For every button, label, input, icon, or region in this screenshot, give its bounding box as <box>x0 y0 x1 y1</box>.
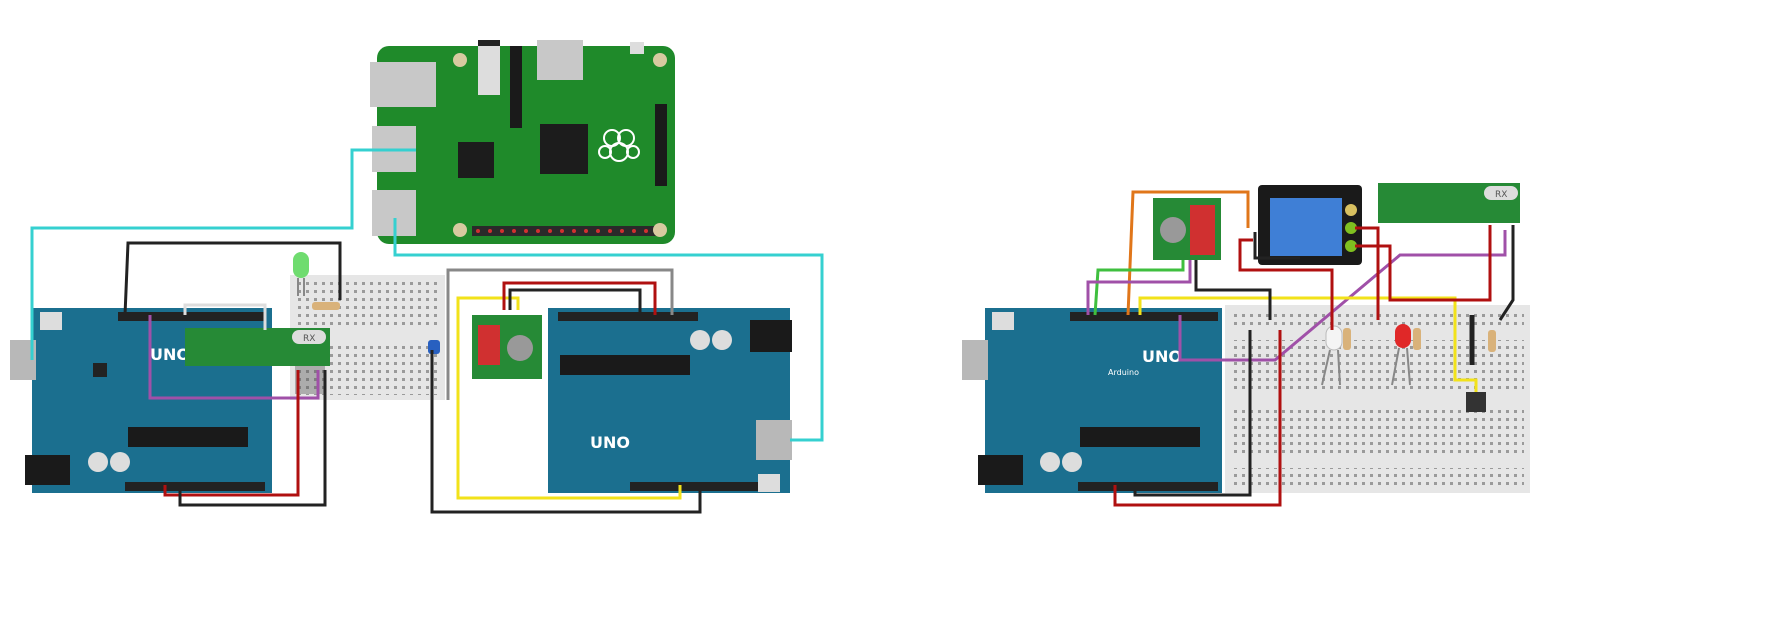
display-connector <box>655 104 667 186</box>
wires-right <box>1086 190 1515 507</box>
digital-header <box>630 482 780 491</box>
uno-label: UNO <box>150 345 190 364</box>
red-wire <box>1238 238 1334 330</box>
micro-usb-port <box>630 42 644 54</box>
yellow-wire <box>1138 296 1478 392</box>
power-header <box>125 482 265 491</box>
audio-jack <box>478 40 500 95</box>
purple-wire <box>1178 230 1507 362</box>
relay-module <box>1258 185 1362 265</box>
mount-hole <box>653 223 667 237</box>
arduino-label: Arduino <box>1108 368 1139 377</box>
black-wire <box>123 241 342 316</box>
rx-label: RX <box>1495 190 1507 200</box>
push-button <box>1466 392 1486 412</box>
digital-header <box>1070 312 1218 321</box>
wires-left <box>30 148 824 514</box>
rx-label: RX <box>303 334 315 344</box>
power-jack <box>25 455 70 485</box>
orange-wire <box>1126 190 1250 316</box>
atmega-chip <box>1080 427 1200 447</box>
black-wire <box>508 288 642 315</box>
resistor <box>1413 328 1421 350</box>
red-wire <box>1355 226 1380 320</box>
green-led <box>293 252 309 296</box>
camera-connector <box>510 46 522 128</box>
black-wire <box>1253 232 1300 260</box>
gpio-header <box>472 226 664 236</box>
rf-transmitter-module <box>472 315 542 379</box>
green-wire <box>1093 260 1185 316</box>
black-wire <box>1498 225 1515 321</box>
usb-cable-wire <box>393 218 824 442</box>
gray-wire <box>446 268 674 400</box>
mount-hole <box>653 53 667 67</box>
raspberry-logo <box>598 129 640 162</box>
mount-hole <box>453 223 467 237</box>
atmega-chip <box>560 355 690 375</box>
black-wire <box>1194 260 1272 320</box>
chip <box>458 142 494 178</box>
white-wire <box>183 303 267 330</box>
black-wire <box>430 350 702 514</box>
power-header <box>558 312 698 321</box>
black-wire <box>1133 330 1252 497</box>
uno-label: UNO <box>1142 347 1182 366</box>
red-wire <box>1355 225 1492 302</box>
rx-receiver-module: RX <box>185 328 330 394</box>
resistor <box>1343 328 1351 350</box>
reset-button <box>40 312 62 330</box>
atmega-chip <box>128 427 248 447</box>
red-led <box>1391 324 1411 386</box>
red-wire <box>1113 330 1282 507</box>
purple-wire <box>1086 260 1192 315</box>
hdmi-port <box>537 40 583 80</box>
mount-hole <box>453 53 467 67</box>
white-led <box>1321 325 1343 386</box>
power-jack <box>750 320 792 352</box>
arduino-uno-main: UNO Arduino <box>962 308 1222 493</box>
capacitor <box>428 340 440 354</box>
reset-button <box>992 312 1014 330</box>
black-wire <box>178 370 327 507</box>
usb-port <box>962 340 988 380</box>
purple-wire <box>148 315 320 400</box>
yellow-wire <box>456 296 682 500</box>
resistor <box>1488 330 1496 352</box>
reset-button <box>758 474 780 492</box>
uno-label: UNO <box>590 433 630 452</box>
red-wire <box>163 370 300 497</box>
breadboard-small <box>290 275 445 400</box>
power-jack <box>978 455 1023 485</box>
rx-receiver-module: RX <box>1378 183 1520 223</box>
power-header <box>1078 482 1218 491</box>
ethernet-port <box>370 62 436 107</box>
processor-chip <box>540 124 588 174</box>
red-wire <box>502 281 657 315</box>
resistor <box>312 302 340 310</box>
arduino-uno-right: UNO <box>548 308 792 493</box>
rf-transmitter-module <box>1153 198 1221 260</box>
usb-port <box>756 420 792 460</box>
digital-header <box>118 312 266 321</box>
usb-cable-wire <box>30 148 416 360</box>
raspberry-pi-board <box>370 40 675 244</box>
